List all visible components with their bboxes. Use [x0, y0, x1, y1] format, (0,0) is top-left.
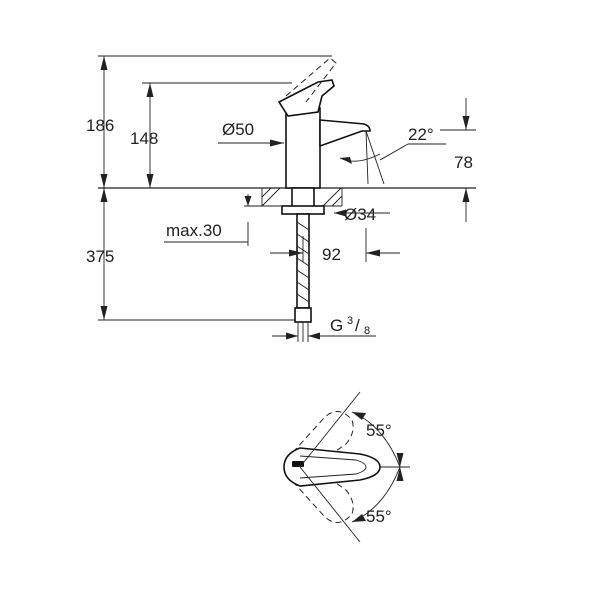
handle-swing-lower [285, 471, 354, 523]
arrow-186-bottom [100, 174, 108, 188]
angle-line-upper [299, 391, 361, 468]
label-angle-upper: 55° [366, 421, 392, 440]
label-max-30: max.30 [166, 221, 222, 240]
spout-vertical-line [365, 130, 369, 185]
arrow-78-bottom [462, 188, 470, 202]
label-diameter-50: Ø50 [222, 120, 254, 139]
arrow-186-top [100, 56, 108, 70]
faucet-handle [277, 79, 335, 117]
arrow-148-bottom [146, 174, 154, 188]
label-angle-lower: 55° [366, 507, 392, 526]
label-375: 375 [86, 247, 114, 266]
arrow-375-top [100, 188, 108, 202]
top-view: 55° 55° [283, 391, 410, 543]
arrow-angle-lower-start [396, 467, 404, 481]
label-92: 92 [322, 245, 341, 264]
arrow-375-bottom [100, 306, 108, 320]
arrow-thread-right [308, 332, 320, 340]
label-186: 186 [86, 116, 114, 135]
arrow-angle-upper [352, 412, 366, 420]
faucet-handle-raised [285, 57, 337, 103]
label-thread-numerator: 3 [347, 315, 353, 327]
arrow-max-30 [244, 196, 252, 206]
label-thread-denominator: 8 [364, 325, 370, 337]
mounting-nut [281, 205, 325, 215]
label-thread-g: G [330, 316, 343, 335]
spout-angled-line [365, 130, 385, 185]
arrow-angle-lower [352, 514, 366, 522]
hose-braid [296, 221, 310, 303]
arrow-angle-upper-end [396, 453, 404, 467]
arrow-diameter-34 [334, 209, 346, 217]
faucet-spout [319, 119, 371, 148]
angle-line-lower [299, 466, 361, 543]
label-diameter-34: Ø34 [344, 205, 376, 224]
hose-fitting [294, 307, 312, 323]
leader-angle-22 [379, 143, 409, 161]
handle-inner-contour [299, 455, 367, 479]
arrow-diameter-50 [270, 139, 284, 147]
side-view: 186 148 375 Ø50 22° [86, 55, 476, 342]
faucet-body [285, 107, 321, 189]
arrow-78-top [462, 116, 470, 130]
arrow-thread-left [286, 332, 298, 340]
label-angle-22: 22° [408, 125, 434, 144]
deck-hatching [261, 187, 343, 207]
label-78: 78 [454, 153, 473, 172]
label-148: 148 [130, 129, 158, 148]
label-thread-slash: / [355, 316, 360, 335]
handle-swing-upper [285, 411, 354, 463]
arrow-92-left [289, 249, 303, 257]
arrow-angle-22 [340, 157, 352, 164]
arrow-92-right [366, 249, 380, 257]
arrow-148-top [146, 83, 154, 97]
